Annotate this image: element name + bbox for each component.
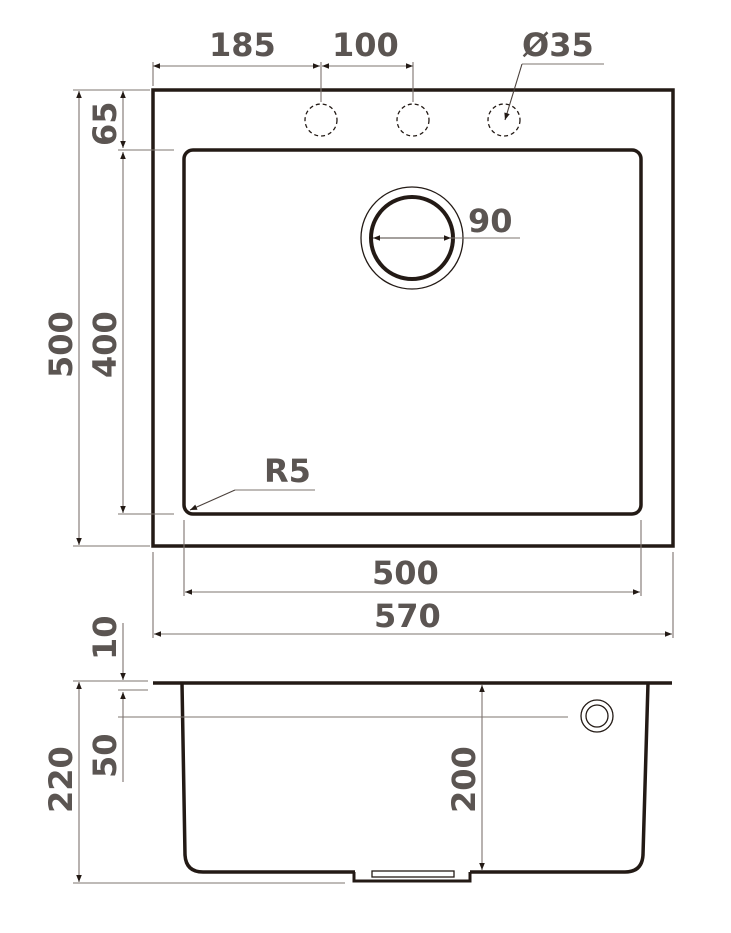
tap-hole-icon	[396, 103, 430, 137]
overflow-height-label: 50	[86, 733, 124, 778]
side-view: 10 50 220 200	[42, 615, 672, 884]
drain-profile	[352, 872, 472, 883]
bowl-outline	[182, 148, 643, 516]
drain-grate	[371, 870, 455, 878]
bowl-width-label: 500	[372, 554, 439, 592]
bowl-depth-label: 200	[445, 746, 483, 813]
sink-outer-rim	[151, 88, 675, 548]
bowl-length-label: 400	[86, 311, 124, 378]
tap-diameter-label: Ø35	[522, 26, 594, 64]
tap-hole-icon	[487, 103, 521, 137]
radius-arrow	[189, 489, 236, 511]
overall-length-label: 500	[42, 311, 80, 378]
top-view: 90 185 100 Ø35 500 400 65 R5	[42, 26, 675, 638]
overflow-outer-icon	[580, 699, 614, 733]
tap-offset-label: 185	[209, 26, 276, 64]
overall-width-label: 570	[374, 597, 441, 635]
tap-spacing-label: 100	[332, 26, 399, 64]
overflow-inner-icon	[585, 704, 609, 728]
rim-thickness-label: 10	[86, 615, 124, 660]
corner-radius-label: R5	[264, 452, 311, 490]
tap-hole-icon	[304, 103, 338, 137]
overall-depth-label: 220	[42, 746, 80, 813]
tap-diameter-arrow	[504, 63, 523, 121]
drain-diameter-label: 90	[468, 202, 513, 240]
rim-to-bowl-label: 65	[86, 101, 124, 146]
sink-profile	[153, 681, 672, 874]
